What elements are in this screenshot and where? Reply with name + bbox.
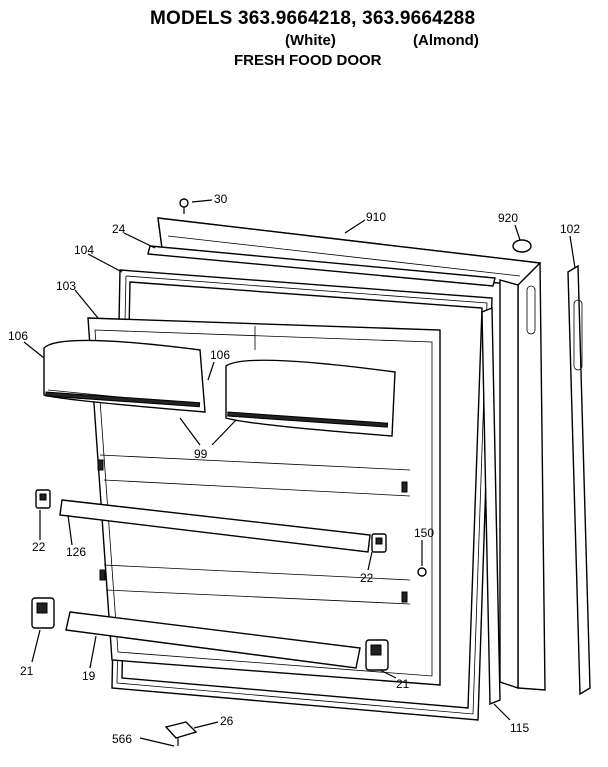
end-cap-22-left <box>35 489 51 509</box>
white-label: (White) <box>285 32 336 49</box>
callout-566: 566 <box>112 732 132 746</box>
callout-22-right: 22 <box>360 571 374 585</box>
dairy-cover-left <box>43 339 206 413</box>
callout-24: 24 <box>112 222 126 236</box>
callout-102: 102 <box>560 222 580 236</box>
callout-106-left: 106 <box>8 329 28 343</box>
callout-126: 126 <box>66 545 86 559</box>
plug-920 <box>512 239 532 253</box>
outer-door-shell <box>157 217 546 691</box>
callout-115: 115 <box>510 721 529 735</box>
models-title: MODELS 363.9664218, 363.9664288 <box>150 8 476 29</box>
stop-26 <box>164 721 198 746</box>
callout-30: 30 <box>214 192 228 206</box>
callout-910: 910 <box>366 210 386 224</box>
clip-150 <box>417 567 427 577</box>
almond-label: (Almond) <box>413 32 479 49</box>
shelf-bar-126 <box>59 499 371 553</box>
callout-104: 104 <box>74 243 94 257</box>
callout-labels: 30 910 920 102 24 104 103 106 106 99 22 … <box>8 192 580 746</box>
callout-21-right: 21 <box>396 677 410 691</box>
callout-22-left: 22 <box>32 540 46 554</box>
door-handle <box>567 264 591 696</box>
shelf-bar-19 <box>65 611 361 669</box>
callout-21-left: 21 <box>20 664 34 678</box>
screw-30 <box>179 198 189 214</box>
leader-lines <box>23 199 576 747</box>
callout-99: 99 <box>194 447 208 461</box>
callout-920: 920 <box>498 211 518 225</box>
callout-106-right: 106 <box>210 348 230 362</box>
end-cap-22-right <box>371 533 387 553</box>
end-cap-21-left <box>31 597 55 629</box>
callout-26: 26 <box>220 714 234 728</box>
callout-103: 103 <box>56 279 76 293</box>
end-cap-21-right <box>365 639 389 671</box>
callout-150: 150 <box>414 526 434 540</box>
diagram-subtitle: FRESH FOOD DOOR <box>234 52 382 69</box>
callout-19: 19 <box>82 669 96 683</box>
dairy-cover-right <box>225 359 396 437</box>
breaker-strip <box>147 245 496 287</box>
seal-strip-115 <box>481 306 501 706</box>
